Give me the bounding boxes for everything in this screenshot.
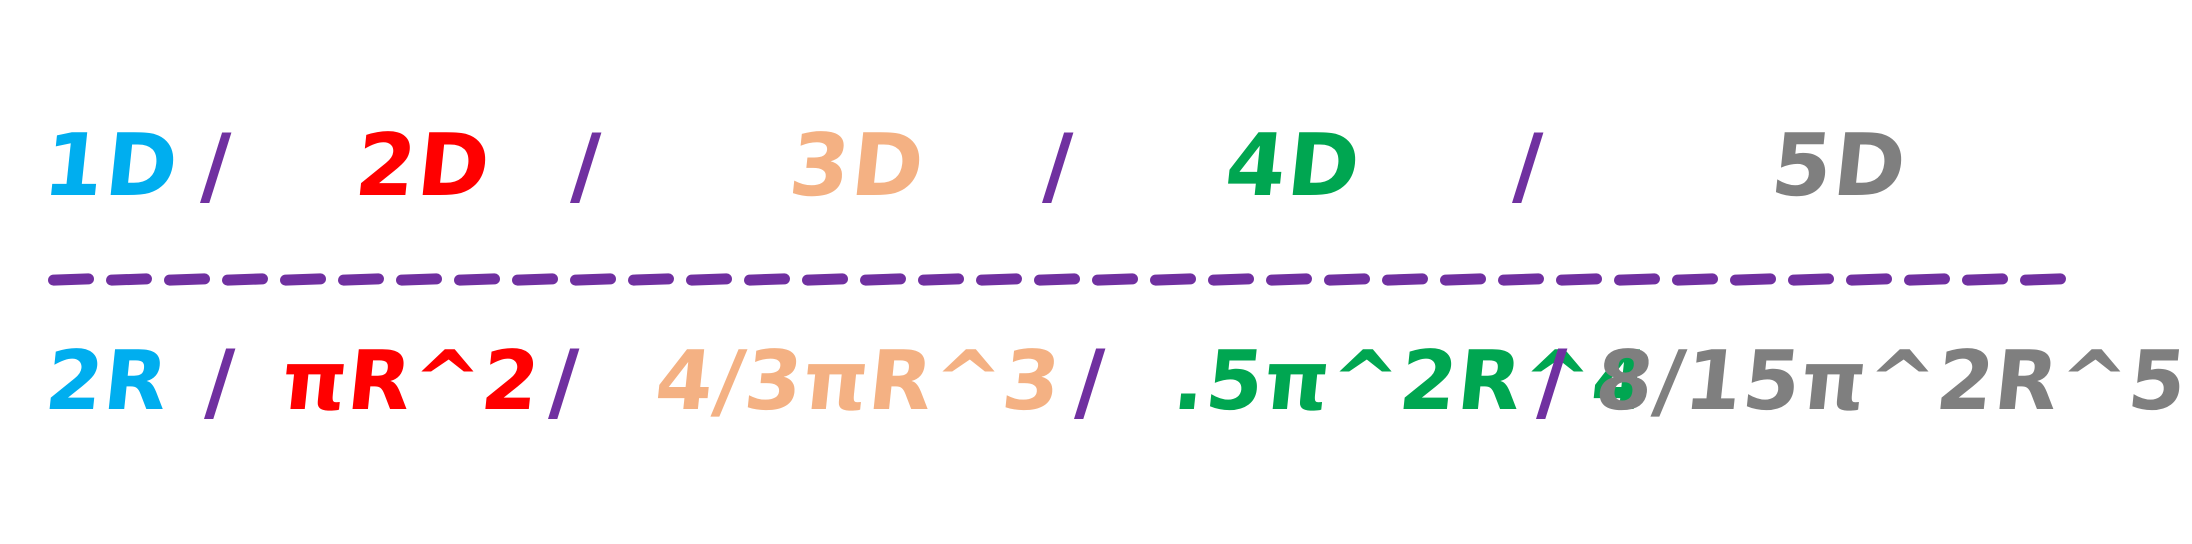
divider-dash [1207,273,1255,286]
divider-dash [859,273,907,286]
divider-dash [279,273,327,286]
divider-dash [1787,273,1835,286]
formula-3d: 4/3πR^3 [651,334,1066,429]
divider-dash [1671,273,1719,286]
divider-dash [2019,273,2067,286]
divider-dash [1265,273,1313,286]
divider-dash [221,273,269,286]
formula-1d: 2R [41,334,174,429]
separator-slash: / [1512,116,1544,216]
dashed-divider [47,270,2078,290]
divider-dash [917,273,965,286]
dimension-5d: 5D [1766,116,1913,216]
divider-dash [453,273,501,286]
separator-slash: / [200,116,232,216]
dimension-1d: 1D [38,116,185,216]
divider-dash [337,273,385,286]
hand-drawn-canvas: 1D / 2D / 3D / 4D / 5D 2R / πR^2 / 4/3πR… [0,116,2192,444]
divider-dash [1903,273,1951,286]
separator-slash: / [204,332,236,432]
divider-dash [1555,273,1603,286]
separator-slash: / [548,332,580,432]
divider-dash [511,273,559,286]
divider-dash [163,273,211,286]
divider-dash [1439,273,1487,286]
divider-dash [743,273,791,286]
divider-dash [1091,273,1139,286]
divider-dash [569,273,617,286]
dimension-2d: 2D [350,116,497,216]
divider-dash [105,273,153,286]
separator-slash: / [570,116,602,216]
dimension-4d: 4D [1220,116,1367,216]
divider-dash [395,273,443,286]
divider-dash [1729,273,1777,286]
divider-dash [1323,273,1371,286]
divider-dash [1381,273,1429,286]
dimensions-row: 1D / 2D / 3D / 4D / 5D [0,116,2124,228]
divider-dash [1845,273,1893,286]
divider-dash [1033,273,1081,286]
formula-5d: 8/15π^2R^5 [1591,334,2192,429]
separator-slash: / [1074,332,1106,432]
divider-dash [1961,273,2009,286]
divider-dash [1613,273,1661,286]
formulas-row: 2R / πR^2 / 4/3πR^3 / .5π^2R^4 / 8/15π^2… [0,332,2192,444]
divider-dash [627,273,675,286]
formula-4d: .5π^2R^4 [1169,334,1655,429]
formula-2d: πR^2 [277,334,545,429]
divider-dash [685,273,733,286]
dimension-3d: 3D [784,116,931,216]
separator-slash: / [1042,116,1074,216]
divider-dash [975,273,1023,286]
divider-dash [1149,273,1197,286]
divider-dash [1497,273,1545,286]
divider-dash [801,273,849,286]
separator-slash: / [1536,332,1568,432]
divider-dash [47,273,95,286]
